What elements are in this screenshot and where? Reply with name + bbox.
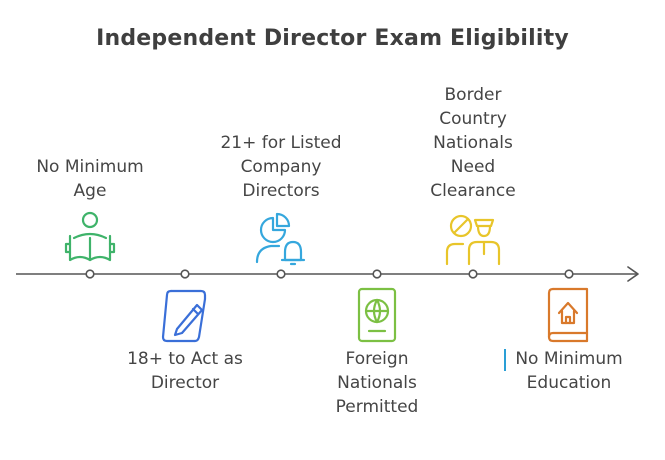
- timeline-marker: [85, 269, 95, 279]
- milestone-label-no-minimum-education: No Minimum Education: [515, 349, 623, 393]
- milestone-label-border-country-clearance: Border Country Nationals Need Clearance: [430, 85, 516, 201]
- timeline-marker: [180, 269, 190, 279]
- timeline-marker: [276, 269, 286, 279]
- timeline-marker: [372, 269, 382, 279]
- house-book-icon: [539, 285, 599, 345]
- milestone-label-21-plus-listed: 21+ for Listed Company Directors: [220, 133, 342, 201]
- milestone-label-foreign-nationals: Foreign Nationals Permitted: [335, 349, 419, 417]
- timeline-marker: [564, 269, 574, 279]
- pen-on-document-icon: [155, 285, 215, 345]
- timeline-arrowhead: [627, 266, 639, 282]
- pie-chart-bell-icon: [251, 208, 311, 268]
- diagram-title: Independent Director Exam Eligibility: [96, 26, 569, 51]
- milestone-label-no-minimum-age: No Minimum Age: [36, 157, 144, 201]
- milestone-label-18-plus-director: 18+ to Act as Director: [127, 349, 243, 393]
- prohibited-officer-icon: [443, 208, 503, 268]
- timeline-marker: [468, 269, 478, 279]
- person-reading-book-icon: [60, 208, 120, 268]
- globe-passport-icon: [347, 285, 407, 345]
- text-cursor: [504, 349, 506, 371]
